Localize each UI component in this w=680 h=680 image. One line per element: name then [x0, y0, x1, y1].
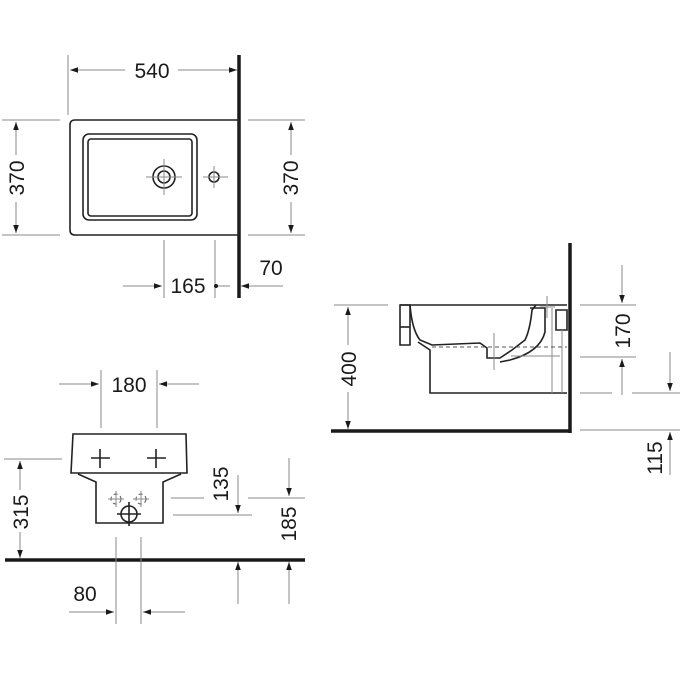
- bidet-top-front: [70, 433, 188, 474]
- fixing-mark-right-icon: [147, 449, 166, 468]
- dim-drain-spacing-80: 80: [73, 583, 96, 606]
- dim-fixing-spacing-180: 180: [111, 374, 146, 397]
- dim-tap-offset-165: 165: [170, 275, 205, 298]
- bidet-outline-top: [69, 119, 240, 236]
- fixing-mark-left-icon: [91, 449, 110, 468]
- drain-icon: [146, 159, 182, 195]
- dim-depth-370-right: 370: [280, 160, 303, 195]
- dim-wall-offset-70: 70: [259, 257, 282, 280]
- supply-right-icon: [133, 491, 149, 507]
- top-view: 540 370 370 165 70: [2, 55, 305, 298]
- dim-height-400: 400: [338, 351, 361, 386]
- tap-hole-icon: [203, 166, 228, 188]
- bidet-base-side: [417, 341, 567, 394]
- dim-depth-370-left: 370: [6, 160, 29, 195]
- side-view: 400 170 115: [331, 243, 680, 475]
- dim-bowl-depth-170: 170: [612, 313, 635, 348]
- front-view: 180 315 135 185 80: [4, 370, 305, 624]
- bowl-outer-top: [82, 133, 198, 221]
- dim-supply-height-185: 185: [278, 506, 301, 541]
- supply-left-icon: [108, 491, 124, 507]
- dim-clearance-115: 115: [644, 441, 667, 474]
- dim-supply-offset-135: 135: [210, 466, 233, 501]
- bowl-inner-top: [87, 138, 193, 217]
- dim-fixing-height-315: 315: [10, 494, 33, 529]
- dim-width-540: 540: [134, 60, 169, 83]
- drain-front-icon: [117, 502, 141, 526]
